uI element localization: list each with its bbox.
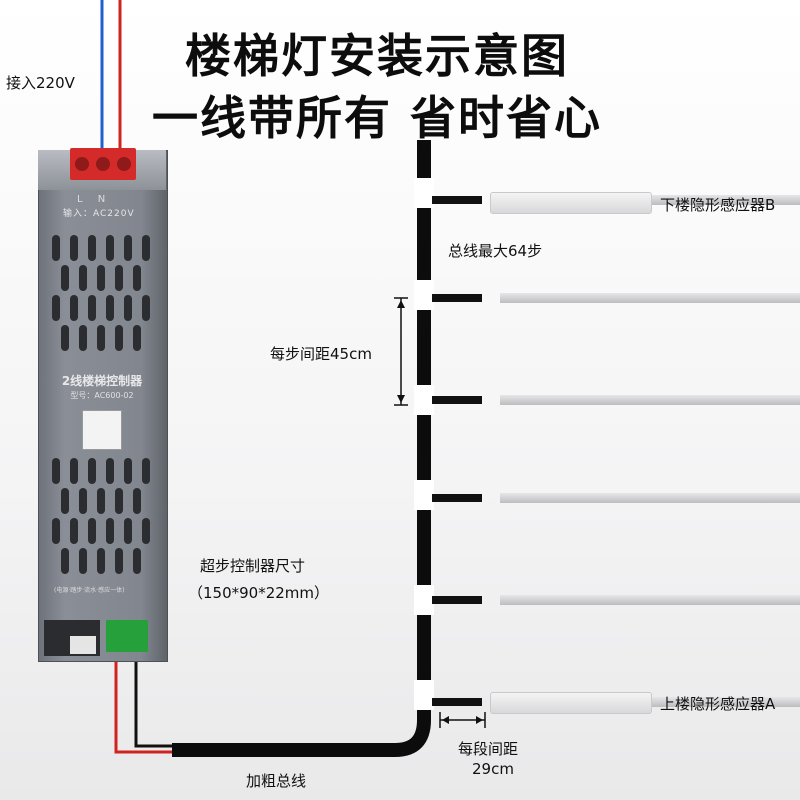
terminal-screw [75,157,89,171]
controller-size-value: （150*90*22mm） [188,584,330,602]
page-subtitle: 一线带所有 省时省心 [152,91,603,145]
branch-cable-2 [432,294,482,302]
vent-grille-bottom [48,458,156,578]
thick-bus-cable [172,140,431,757]
bus-max-label: 总线最大64步 [448,242,543,260]
led-strip-5 [500,595,800,605]
segment-spacing-title: 每段间距 [458,740,519,758]
branch-cable-5 [432,596,482,604]
input-terminal-block [70,148,136,180]
output-terminal-block [106,620,148,652]
terminal-screw [96,157,110,171]
controller-voltage: 输入：AC220V [63,209,135,219]
sensor-b-module [490,192,652,214]
sensor-up-label: 上楼隐形感应器A [660,695,776,713]
led-strip-4 [500,493,800,503]
led-strip-3 [500,395,800,405]
output-wire-black [134,648,176,748]
segment-spacing-value: 29cm [472,760,514,778]
branch-cable-3 [432,396,482,404]
terminal-screw [117,157,131,171]
step-spacing-arrow [394,297,408,406]
page-title: 楼梯灯安装示意图 [185,29,569,83]
controller-name: 2线楼梯控制器 [61,374,143,388]
thick-bus-label: 加粗总线 [246,772,307,790]
input-power-label: 接入220V [6,74,75,92]
output-wire-red [114,648,176,754]
branch-cable-6 [432,698,482,706]
sensor-a-module [490,692,652,714]
controller-size-title: 超步控制器尺寸 [200,557,306,575]
controller-terminal-labels: L N [77,194,112,205]
sensor-down-label: 下楼隐形感应器B [660,196,776,214]
signal-port-socket [70,636,96,654]
branch-cable-4 [432,494,482,502]
controller-description: (电源·踏步·流水·感应一体) [54,587,125,594]
step-spacing-label: 每步间距45cm [270,345,372,363]
vent-grille-top [48,235,156,355]
qr-code [82,410,122,450]
segment-spacing-arrow [439,712,486,728]
bus-segment-gaps [414,178,434,710]
led-strip-2 [500,293,800,303]
branch-cable-1 [432,196,482,204]
controller-model: 型号：AC600-02 [70,391,134,400]
